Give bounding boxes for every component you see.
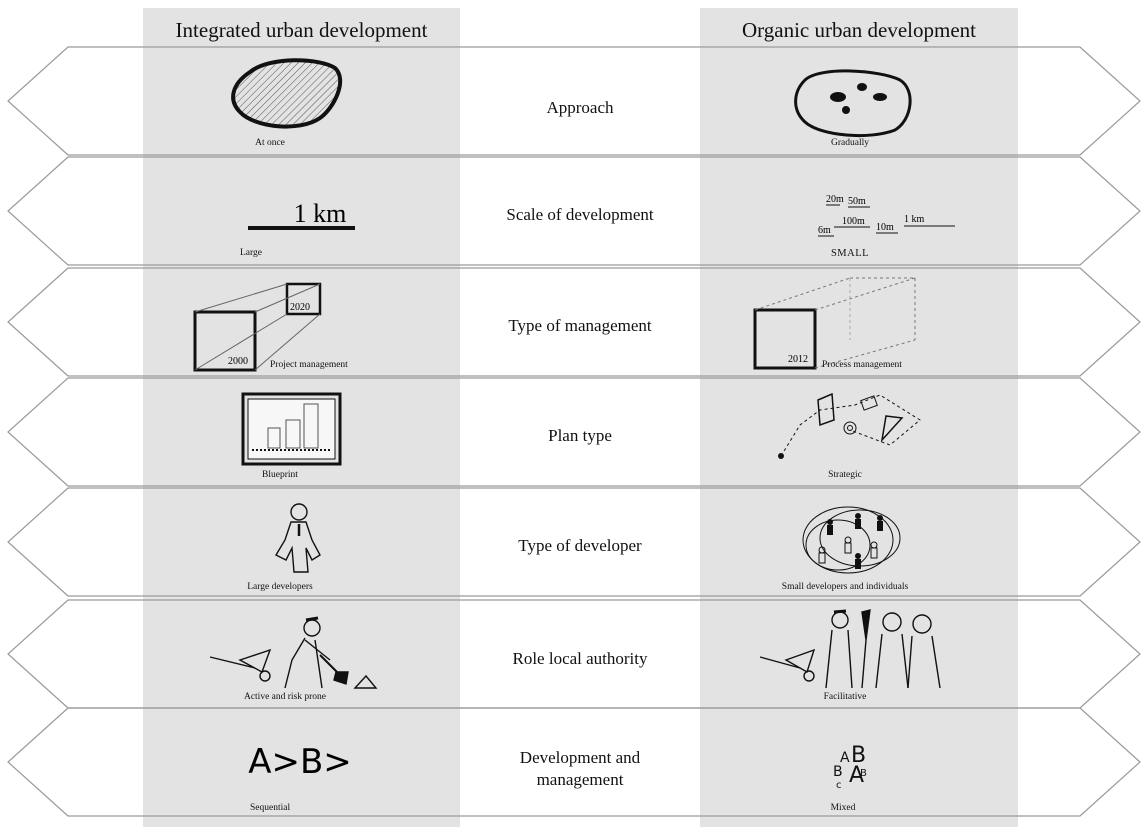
svg-text:B: B	[833, 764, 843, 780]
row-title-scale: Scale of development	[506, 205, 654, 224]
svg-text:2020: 2020	[290, 302, 310, 313]
integrated-column-heading: Integrated urban development	[175, 18, 428, 42]
svg-text:B: B	[851, 743, 866, 768]
row-title-developer: Type of developer	[518, 536, 642, 555]
caption-active-risk-prone: Active and risk prone	[243, 692, 327, 702]
strategic-network-icon	[778, 392, 921, 459]
large-developer-figure-icon	[275, 503, 321, 573]
row-band	[7, 377, 1141, 487]
large-scale-label: 1 km	[294, 199, 347, 228]
row-title-development-management: Development and management	[519, 748, 641, 789]
sequential-letters-icon: A>B>	[248, 742, 352, 782]
caption-large: Large	[240, 248, 262, 258]
row-title-local-authority: Role local authority	[512, 649, 648, 668]
svg-text:50m: 50m	[848, 196, 866, 207]
facilitative-group-icon	[759, 609, 941, 689]
caption-strategic: Strategic	[828, 470, 862, 480]
mixed-letters-icon: A B B A B c	[833, 743, 867, 791]
caption-sequential: Sequential	[250, 803, 291, 813]
row-band	[7, 156, 1141, 266]
organic-column-background	[700, 8, 1018, 827]
row-band	[7, 46, 1141, 156]
caption-small: SMALL	[830, 248, 870, 259]
svg-text:10m: 10m	[876, 222, 894, 233]
blueprint-icon	[241, 392, 342, 466]
svg-text:20m: 20m	[826, 194, 844, 205]
process-management-tunnel-icon: 2012	[753, 277, 916, 370]
caption-facilitative: Facilitative	[823, 692, 867, 702]
caption-mixed: Mixed	[830, 803, 856, 813]
row-title-management: Type of management	[508, 316, 652, 335]
organic-column-heading: Organic urban development	[741, 18, 977, 42]
row-title-plan-type: Plan type	[548, 426, 612, 445]
gradually-blob-icon	[794, 69, 912, 138]
row-bands	[7, 46, 1141, 817]
row-band	[7, 707, 1141, 817]
svg-text:6m: 6m	[818, 225, 831, 236]
row-title-approach: Approach	[546, 98, 614, 117]
svg-text:A: A	[849, 763, 864, 788]
small-scale-bars-icon: 20m 50m 100m 6m 10m 1 km	[818, 194, 955, 237]
svg-text:c: c	[836, 780, 842, 791]
svg-text:100m: 100m	[842, 216, 865, 227]
small-developers-group-icon	[802, 506, 901, 574]
caption-process-management: Process management	[822, 360, 902, 370]
caption-gradually: Gradually	[831, 138, 869, 148]
active-worker-wheelbarrow-icon	[209, 616, 378, 689]
caption-blueprint: Blueprint	[262, 470, 298, 480]
row-band	[7, 487, 1141, 597]
caption-project-management: Project management	[270, 360, 348, 370]
project-management-tunnel-icon: 2020 2000	[193, 282, 322, 372]
svg-text:B: B	[860, 768, 867, 779]
at-once-blob-icon	[231, 58, 342, 129]
caption-at-once: At once	[255, 138, 285, 148]
row-band	[7, 267, 1141, 377]
caption-small-developers: Small developers and individuals	[781, 582, 909, 592]
svg-text:A: A	[840, 750, 850, 766]
caption-large-developers: Large developers	[247, 582, 313, 592]
svg-text:1 km: 1 km	[904, 214, 925, 225]
svg-text:2000: 2000	[228, 356, 248, 367]
svg-text:2012: 2012	[788, 354, 808, 365]
